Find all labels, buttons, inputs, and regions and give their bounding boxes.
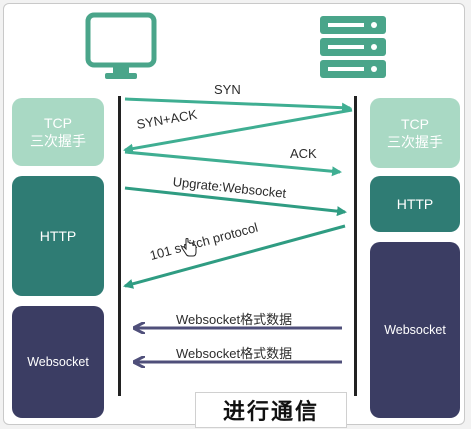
server-websocket-block: Websocket	[370, 242, 460, 418]
server-icon	[320, 16, 386, 78]
client-lifeline	[118, 96, 121, 396]
caption: 进行通信	[195, 392, 347, 428]
server-tcp-block: TCP 三次握手	[370, 98, 460, 168]
server-lifeline	[354, 96, 357, 396]
monitor-icon	[85, 12, 157, 79]
hand-cursor-icon	[181, 238, 197, 257]
server-websocket-label: Websocket	[384, 323, 446, 337]
msg-label-ws-data-1: Websocket格式数据	[176, 312, 293, 327]
client-websocket-label: Websocket	[27, 355, 89, 369]
server-tcp-label: TCP 三次握手	[387, 116, 443, 150]
client-websocket-block: Websocket	[12, 306, 104, 418]
server-http-label: HTTP	[396, 196, 434, 212]
server-http-block: HTTP	[370, 176, 460, 232]
arrow-101	[123, 224, 346, 289]
client-http-block: HTTP	[12, 176, 104, 296]
msg-label-syn: SYN	[214, 82, 241, 97]
client-tcp-label: TCP 三次握手	[30, 115, 86, 149]
client-tcp-block: TCP 三次握手	[12, 98, 104, 166]
msg-label-ws-data-2: Websocket格式数据	[176, 346, 293, 361]
arrow-syn-ack	[123, 108, 353, 154]
msg-label-ack: ACK	[290, 146, 317, 161]
arrow-ack	[124, 150, 342, 177]
client-http-label: HTTP	[39, 228, 77, 244]
arrow-syn	[124, 97, 352, 113]
arrow-upgrade	[124, 186, 347, 217]
